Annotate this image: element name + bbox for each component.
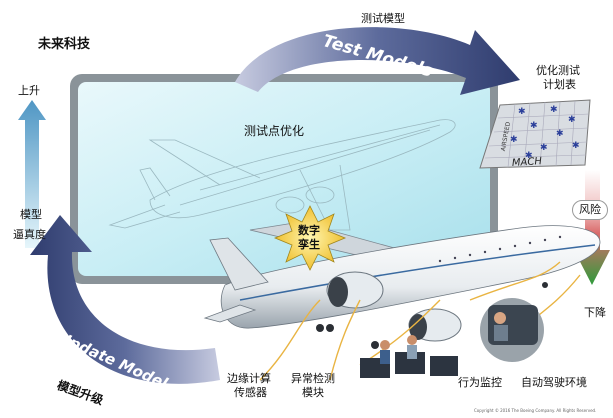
edge-compute-label-line1: 边缘计算 <box>227 372 271 385</box>
schedule-axis-x: MACH <box>511 155 543 170</box>
schedule-label-line2: 计划表 <box>543 78 576 91</box>
edge-compute-label-line2: 传感器 <box>234 386 267 399</box>
fidelity-up-arrow <box>18 100 46 248</box>
brand-title: 未来科技 <box>38 37 91 52</box>
rise-label: 上升 <box>18 84 40 97</box>
pilot-cockpit <box>480 298 544 362</box>
svg-text:✱: ✱ <box>568 115 576 125</box>
svg-text:✱: ✱ <box>556 129 564 139</box>
drop-label: 下降 <box>584 306 606 319</box>
update-model-banner <box>30 215 220 384</box>
test-models-banner <box>235 27 520 96</box>
simulation-screen <box>70 74 498 284</box>
test-model-label: 测试模型 <box>361 12 405 25</box>
test-point-optimize-label: 测试点优化 <box>244 124 305 138</box>
anomaly-label-line1: 异常检测 <box>291 372 335 385</box>
fidelity-label-line2: 逼真度 <box>13 228 46 241</box>
svg-text:✱: ✱ <box>540 143 548 153</box>
svg-text:✱: ✱ <box>510 135 518 145</box>
test-schedule-card: ✱ ✱ ✱ ✱ ✱ ✱ ✱ ✱ ✱ <box>479 99 591 169</box>
svg-text:✱: ✱ <box>518 107 526 117</box>
svg-text:✱: ✱ <box>530 121 538 131</box>
behavior-monitor-label: 行为监控 <box>458 376 502 389</box>
fidelity-label-line1: 模型 <box>20 208 42 221</box>
risk-down-arrow <box>574 170 610 285</box>
svg-text:✱: ✱ <box>572 141 580 151</box>
svg-text:✱: ✱ <box>550 105 558 115</box>
digital-twin-label-line2: 孪生 <box>298 238 320 251</box>
svg-text:✱: ✱ <box>525 151 533 161</box>
monitoring-operators <box>360 335 458 378</box>
schedule-label-line1: 优化测试 <box>536 64 580 77</box>
anomaly-label-line2: 模块 <box>302 386 324 399</box>
autodrive-label: 自动驾驶环境 <box>521 376 587 389</box>
copyright-note: Copyright © 2016 The Boeing Company. All… <box>474 408 597 413</box>
digital-twin-burst <box>273 205 347 271</box>
wireframe-aircraft <box>108 119 456 231</box>
risk-label: 风险 <box>572 200 608 220</box>
digital-twin-label-line1: 数字 <box>298 224 320 237</box>
